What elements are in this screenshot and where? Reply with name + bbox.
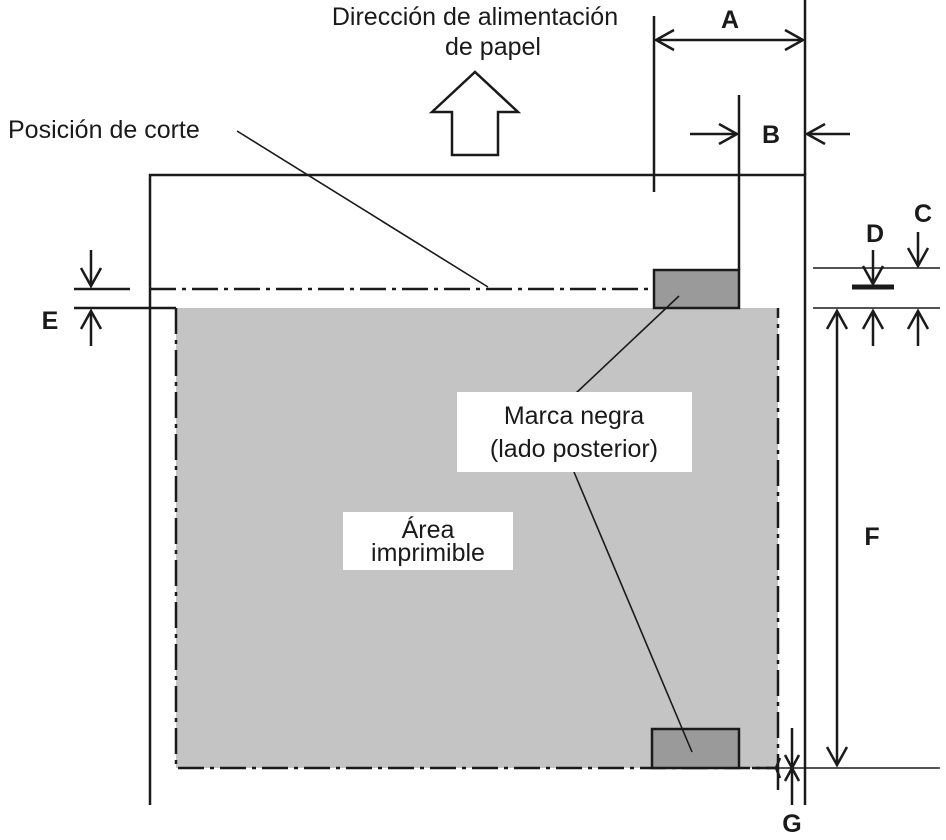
dim-c-arrow-up — [906, 308, 930, 330]
dim-c-arrow-down — [906, 247, 930, 269]
dim-label-d: D — [866, 220, 884, 248]
cut-position-label: Posición de corte — [8, 116, 200, 144]
dim-label-f: F — [864, 523, 879, 551]
dim-b-arrow-right — [804, 122, 826, 146]
cut-position-leader — [236, 130, 489, 288]
printable-area-label-box — [343, 512, 513, 570]
dim-label-b: B — [762, 121, 780, 149]
dim-label-e: E — [42, 307, 59, 335]
feed-direction-label-line2: de papel — [445, 33, 541, 61]
dim-e-arrow-down — [79, 267, 103, 289]
dim-g-arrow-left — [774, 757, 782, 779]
dim-b-arrow-left — [718, 122, 740, 146]
black-mark-label-line1: Marca negra — [504, 402, 644, 430]
feed-direction-label-line1: Dirección de alimentación — [332, 3, 618, 31]
black-mark-leader-bottom — [573, 471, 693, 753]
black-mark-leader-top — [573, 295, 680, 396]
black-mark-label-line2: (lado posterior) — [490, 435, 658, 463]
dim-label-g: G — [782, 810, 801, 838]
black-mark-top — [652, 268, 741, 310]
dim-f-arrow-bottom — [825, 746, 849, 768]
dim-a-arrow-right — [784, 28, 806, 52]
dim-e-arrow-up — [79, 308, 103, 330]
printable-area-label-line1: Área — [402, 515, 455, 544]
dim-d-arrow-down — [861, 265, 885, 287]
feed-direction-arrow — [428, 70, 522, 157]
printable-area-border — [174, 308, 780, 770]
paper-outline — [148, 173, 807, 805]
black-mark-bottom — [650, 727, 741, 770]
dim-label-a: A — [721, 6, 739, 34]
black-mark-label-box — [457, 392, 692, 472]
dim-label-c: C — [914, 200, 932, 228]
dim-f-arrow-top — [825, 308, 849, 330]
dim-a-arrow-left — [653, 28, 675, 52]
printable-area-label-line2: imprimible — [371, 539, 485, 567]
dim-d-arrow-up — [861, 308, 885, 330]
